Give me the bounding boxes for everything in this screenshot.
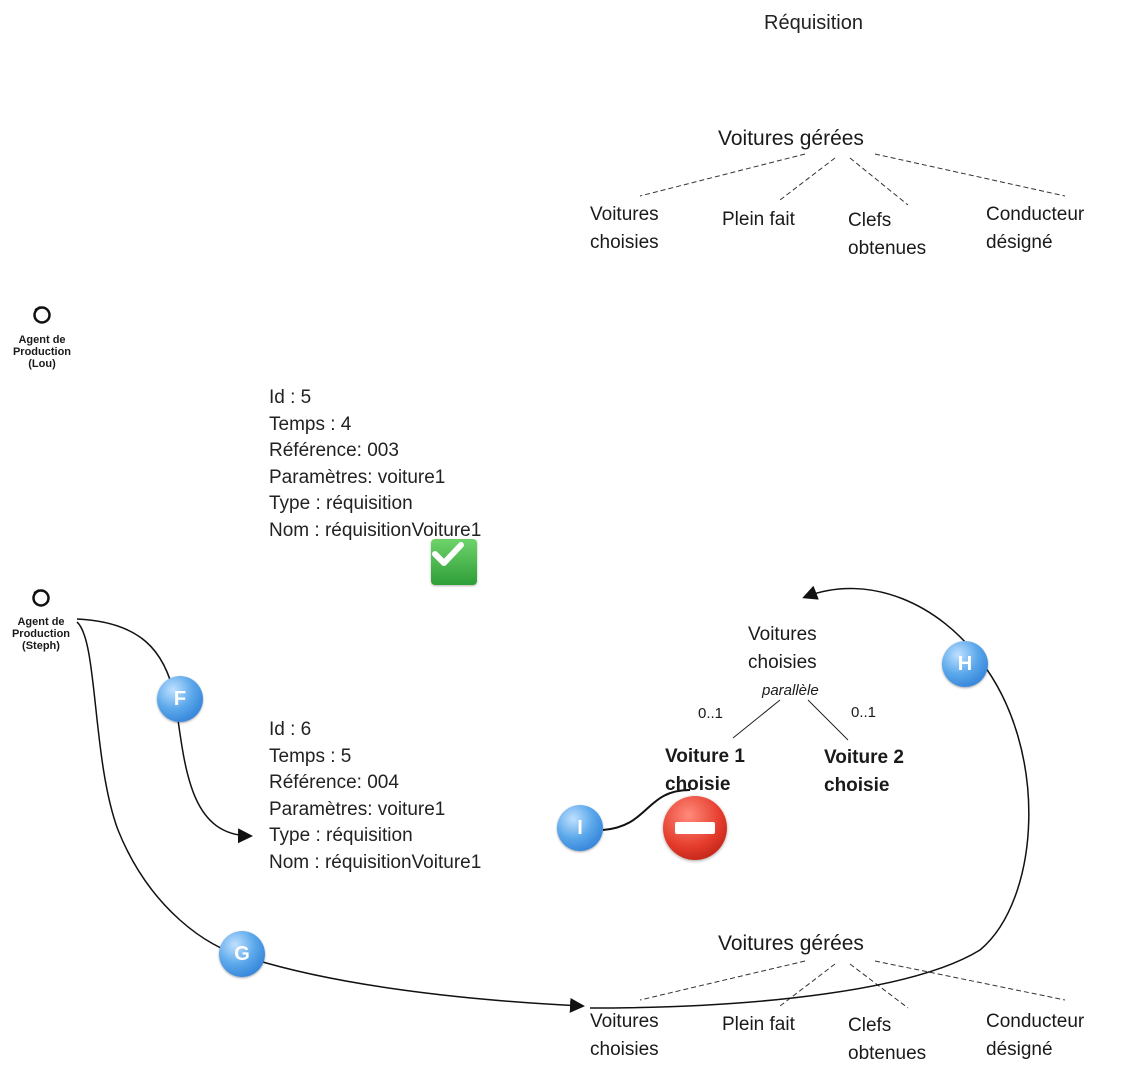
- task-5-type: Type : réquisition: [269, 493, 413, 514]
- agent-steph-icon[interactable]: [31, 587, 51, 607]
- agent-lou-label-line: Production: [12, 346, 72, 358]
- bottom-tree-root: Voitures gérées: [718, 932, 864, 955]
- agent-steph-label-line: Agent de: [17, 616, 65, 628]
- agent-steph-label-line: Production: [11, 628, 71, 640]
- middle-tree-left-mult: 0..1: [698, 705, 724, 722]
- task-6-name: Nom : réquisitionVoiture1: [269, 851, 482, 873]
- bottom-tree-leaf-clefs-obtenues: Clefs obtenues: [848, 1015, 927, 1064]
- badge-i[interactable]: I: [557, 805, 603, 851]
- task-6-info: Id : 6 Temps : 5 Référence: 004 Paramètr…: [269, 717, 481, 876]
- check-icon: [431, 539, 477, 585]
- middle-tree-root: Voitures choisies: [748, 624, 817, 673]
- task-6-type: Type : réquisition: [269, 825, 413, 846]
- agent-lou-label: Agent de Production (Lou): [2, 334, 82, 370]
- middle-tree-leaf-voiture-1: Voiture 1 choisie: [665, 746, 745, 795]
- task-5-time: Temps : 4: [269, 413, 352, 435]
- task-5-id: Id : 5: [269, 387, 312, 408]
- task-5-parameters: Paramètres: voiture1: [269, 466, 446, 488]
- task-6-id: Id : 6: [269, 719, 312, 740]
- middle-tree-leaf-voiture-2: Voiture 2 choisie: [824, 747, 904, 796]
- agent-lou-icon[interactable]: [32, 304, 52, 324]
- flow-i-curve: [602, 789, 691, 831]
- page-title: Réquisition: [764, 12, 863, 34]
- middle-tree-right-mult: 0..1: [851, 704, 877, 721]
- task-6-reference: Référence: 004: [269, 772, 399, 793]
- agent-lou-label-line: Agent de: [18, 334, 66, 346]
- top-tree-root: Voitures gérées: [718, 127, 864, 150]
- top-tree-leaf-conducteur-designe: Conducteur désigné: [986, 204, 1085, 253]
- flow-h-curve: [589, 585, 1030, 1009]
- agent-steph-label: Agent de Production (Steph): [1, 616, 81, 652]
- task-5-reference: Référence: 003: [269, 440, 399, 461]
- bottom-tree-leaf-conducteur-designe: Conducteur désigné: [986, 1011, 1085, 1060]
- agent-lou-label-line: (Lou): [28, 358, 56, 370]
- flow-g-curve: [76, 621, 585, 1013]
- bottom-tree-leaf-plein-fait: Plein fait: [722, 1014, 795, 1035]
- top-tree-lines: [639, 153, 1066, 206]
- task-5-info: Id : 5 Temps : 4 Référence: 003 Paramètr…: [269, 385, 481, 544]
- badge-h[interactable]: H: [942, 641, 988, 687]
- forbidden-icon: [663, 796, 727, 860]
- bottom-tree-leaf-voitures-choisies: Voitures choisies: [590, 1011, 659, 1060]
- middle-tree-operator: parallèle: [762, 682, 819, 699]
- badge-f[interactable]: F: [157, 676, 203, 722]
- top-tree-leaf-plein-fait: Plein fait: [722, 209, 795, 230]
- top-tree-leaf-clefs-obtenues: Clefs obtenues: [848, 210, 927, 259]
- top-tree-leaf-voitures-choisies: Voitures choisies: [590, 204, 659, 253]
- task-6-parameters: Paramètres: voiture1: [269, 798, 446, 820]
- task-6-time: Temps : 5: [269, 745, 352, 767]
- task-5-name: Nom : réquisitionVoiture1: [269, 519, 482, 541]
- bottom-tree-lines: [639, 960, 1066, 1009]
- badge-g[interactable]: G: [219, 931, 265, 977]
- agent-steph-label-line: (Steph): [22, 640, 60, 652]
- middle-tree-lines: [732, 699, 849, 741]
- flow-f-curve: [76, 618, 253, 844]
